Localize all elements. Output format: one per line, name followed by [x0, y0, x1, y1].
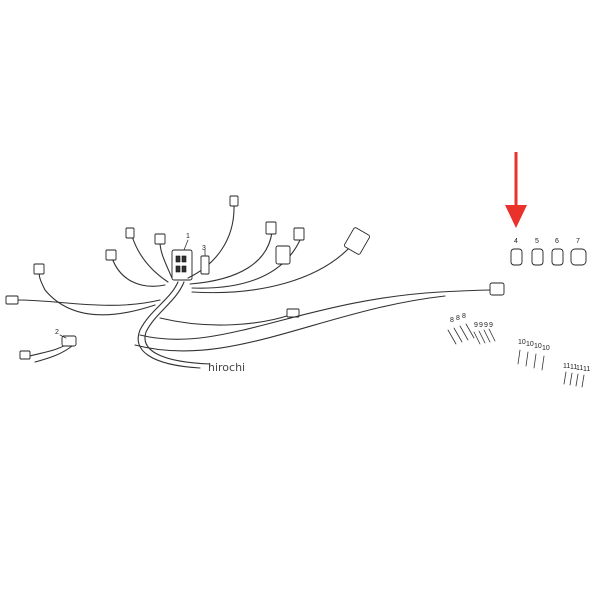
- callout-8: 8: [462, 313, 466, 320]
- terminal-pin: [517, 349, 521, 365]
- harness-branch: [111, 257, 166, 287]
- connector: [293, 227, 305, 241]
- harness-branch-long: [134, 295, 446, 352]
- multi-pin-connector: [343, 227, 371, 255]
- terminal-pin: [575, 373, 579, 387]
- junction-box-terminal: [175, 265, 181, 273]
- terminal-pin: [488, 328, 496, 342]
- connector: [105, 249, 117, 261]
- callout-9: 9: [484, 322, 488, 329]
- cap-part-5: [531, 248, 544, 266]
- callout-10: 10: [518, 339, 526, 346]
- red-arrow-head: [505, 205, 527, 228]
- terminal-pin: [478, 330, 486, 344]
- terminal-group-8: [447, 323, 475, 345]
- red-arrow-indicator: [505, 152, 527, 228]
- terminal-pin: [459, 325, 469, 341]
- callout-10: 10: [526, 341, 534, 348]
- callout-8: 8: [450, 317, 454, 324]
- callout-leaders: [59, 239, 206, 339]
- junction-box-terminal: [181, 265, 187, 273]
- callout-leader-1: [183, 239, 189, 251]
- terminal-pin: [453, 327, 463, 343]
- connector: [229, 195, 239, 207]
- terminal-pin: [569, 372, 573, 386]
- connector-left: [5, 295, 19, 305]
- terminal-pin: [483, 329, 491, 343]
- callout-10: 10: [534, 343, 542, 350]
- callout-11: 11: [570, 364, 577, 371]
- callout-3: 3: [202, 245, 206, 252]
- terminal-pin: [473, 331, 481, 345]
- connector-left-upper: [33, 263, 45, 275]
- harness-branch: [189, 231, 273, 285]
- main-wire-harness: [5, 195, 505, 369]
- sub-harness-connector: [61, 335, 77, 347]
- harness-branch-left: [17, 299, 161, 306]
- cap-part-6: [551, 248, 564, 266]
- cap-parts: [510, 248, 587, 266]
- harness-branch-left-upper: [38, 269, 156, 316]
- terminal-pin: [581, 374, 585, 388]
- terminal-pin: [525, 351, 529, 367]
- callout-labels: 1 2 3 4 5 6 7 8 8 8 9 9 9 9 10 10 10 10 …: [55, 233, 590, 373]
- callout-6: 6: [555, 238, 559, 245]
- harness-branch: [159, 314, 291, 326]
- terminal-pin: [447, 329, 457, 345]
- relay-block: [275, 245, 291, 265]
- label-tag-shape: [200, 255, 210, 275]
- terminal-pin: [563, 371, 567, 385]
- callout-2: 2: [55, 329, 59, 336]
- harness-trunk: [137, 281, 201, 369]
- cap-part-4: [510, 248, 523, 266]
- sub-harness-terminal: [19, 350, 31, 360]
- callout-5: 5: [535, 238, 539, 245]
- label-tag: [200, 255, 210, 275]
- terminal-group-10: [517, 349, 545, 371]
- callout-9: 9: [474, 322, 478, 329]
- harness-trunk: [144, 281, 211, 365]
- harness-branch: [159, 241, 173, 279]
- harness-branch-long: [139, 289, 493, 340]
- callout-4: 4: [514, 238, 518, 245]
- junction-box-terminal: [175, 255, 181, 263]
- terminal-group-9: [473, 328, 496, 345]
- harness-branch: [191, 239, 301, 289]
- callout-10: 10: [542, 345, 550, 352]
- callout-9: 9: [479, 322, 483, 329]
- harness-branch: [131, 235, 169, 283]
- callout-7: 7: [576, 238, 580, 245]
- callout-11: 11: [583, 366, 590, 373]
- sub-harness: [19, 335, 77, 363]
- connector: [154, 233, 166, 245]
- callout-11: 11: [576, 365, 583, 372]
- junction-box: [171, 249, 193, 281]
- connector-right: [489, 282, 505, 296]
- callout-9: 9: [489, 322, 493, 329]
- sub-harness-wire: [34, 345, 73, 363]
- terminal-group-11: [563, 371, 585, 388]
- watermark-text: hirochi: [208, 361, 245, 374]
- connector: [265, 221, 277, 235]
- harness-branch: [187, 204, 235, 279]
- callout-1: 1: [186, 233, 190, 240]
- harness-branch: [191, 244, 353, 294]
- terminal-pin: [533, 353, 537, 369]
- terminal-pin: [541, 355, 545, 371]
- callout-leader-2: [59, 334, 67, 339]
- callout-11: 11: [563, 363, 570, 370]
- callout-8: 8: [456, 315, 460, 322]
- connector: [125, 227, 135, 239]
- junction-box-terminal: [181, 255, 187, 263]
- terminal-pin: [465, 323, 475, 339]
- cap-part-7: [570, 248, 587, 266]
